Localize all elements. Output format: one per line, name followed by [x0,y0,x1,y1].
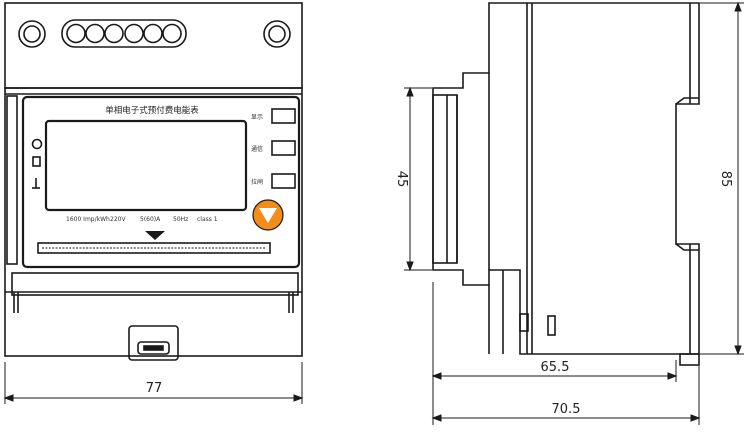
left-edge-strip [6,95,18,265]
width-dimension-label: 77 [146,381,163,396]
bottom-port [137,341,170,355]
indicator-led [31,138,43,150]
depth-label: 65.5 [541,360,570,375]
terminal-hole-3 [104,23,124,44]
terminal-hole-2 [85,23,105,44]
communication-button-label: 通信 [251,145,263,153]
terminal-screw-left-inner [23,25,41,43]
communication-button[interactable] [271,140,296,156]
total-height-label: 85 [718,171,733,188]
lcd-window [44,119,248,212]
meter-body [4,87,303,357]
card-slot [37,242,271,254]
rear-foot [679,353,700,366]
front-view [4,2,303,361]
inner-height-label: 45 [394,171,409,188]
terminal-hole-6 [162,23,182,44]
terminal-cover-top [4,2,303,89]
side-terminal-block [432,94,458,264]
total-depth-label: 70.5 [552,402,581,417]
side-view [432,2,700,366]
terminal-strip [61,19,187,48]
bottom-port-slot [143,345,164,351]
scale-label-5: class 1 [197,216,218,223]
alarm-indicator [252,199,284,231]
terminal-hole-5 [143,23,163,44]
scale-labels: 1600 Imp/kWh 220V 5(60)A 50Hz class 1 [66,216,218,223]
terminal-screw-right-inner [268,25,286,43]
bottom-port-housing [128,325,179,361]
side-clip-right [547,315,556,336]
width-dimension [3,362,304,404]
lower-bar [11,272,299,296]
side-outline [432,2,700,355]
card-insert-arrow [145,231,165,240]
trip-button-label: 拉闸 [251,178,263,186]
side-dimensions [404,1,744,425]
panel-title: 单相电子式预付费电能表 [105,105,199,116]
display-button-label: 显示 [251,114,263,121]
din-rail-notch-top [675,97,699,105]
front-panel [21,95,301,269]
scale-label-2: 220V [110,216,126,223]
scale-label-4: 50Hz [173,216,188,223]
scale-label-3: 5(60)A [140,216,161,223]
din-rail-notch-bottom [675,243,699,251]
terminal-hole-4 [124,23,144,44]
scale-label-1: 1600 Imp/kWh [66,216,110,223]
display-button[interactable] [271,108,296,124]
indicator-square [32,156,41,167]
trip-button[interactable] [271,173,296,189]
side-clip-left [519,313,529,332]
terminal-screw-right [263,20,291,48]
terminal-screw-left [18,20,46,48]
terminal-hole-1 [66,23,86,44]
